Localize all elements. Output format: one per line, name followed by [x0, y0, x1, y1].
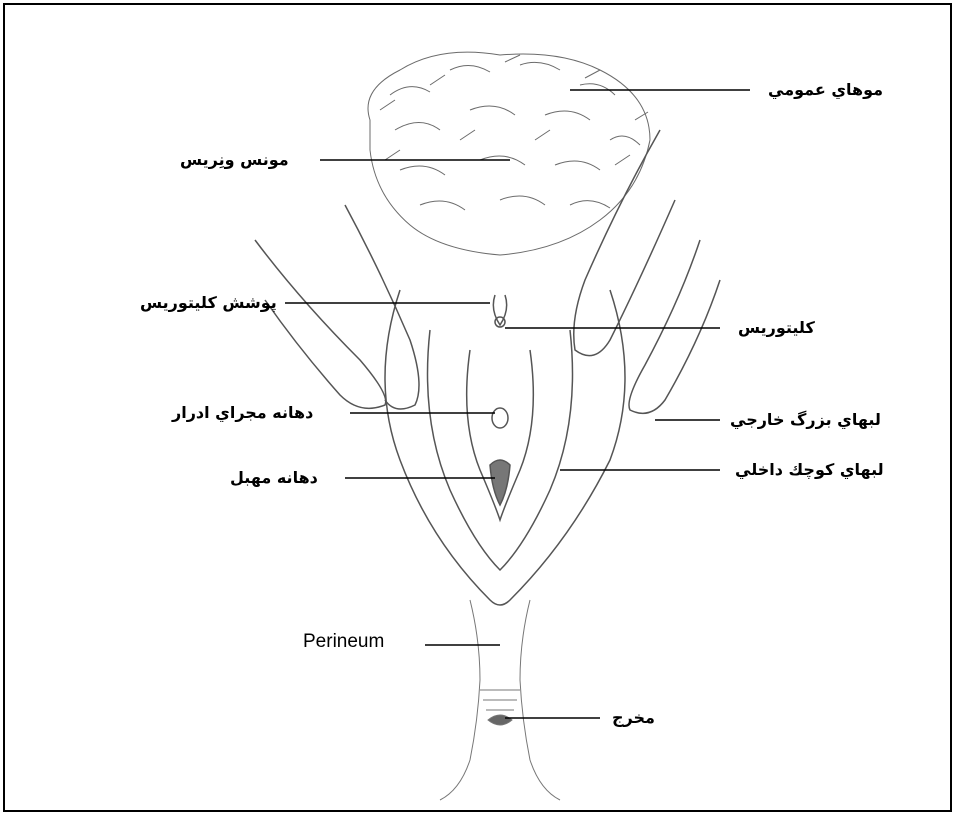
label-perineum: Perineum	[303, 632, 384, 652]
label-urethral-opening: دهانه مجراي ادرار	[172, 403, 313, 423]
perineum-sketch	[440, 600, 560, 800]
label-mons-veneris: مونس ونِريس	[180, 150, 289, 170]
label-anus: مخرج	[612, 708, 655, 728]
label-clitoris: كليتوريس	[738, 318, 815, 338]
label-clitoral-hood: پوشش كليتوريس	[140, 293, 277, 313]
label-labia-minora: لبهاي كوچك داخلي	[735, 460, 884, 480]
right-fingers-sketch	[574, 130, 720, 413]
label-pubic-hair: موهاي عمومي	[768, 80, 883, 100]
leader-lines	[285, 90, 750, 718]
pubic-hair-sketch	[368, 52, 650, 255]
vulva-outline	[385, 290, 625, 605]
label-labia-majora: لبهاي بزرگ خارجي	[730, 410, 881, 430]
label-vaginal-opening: دهانه مهبل	[230, 468, 318, 488]
